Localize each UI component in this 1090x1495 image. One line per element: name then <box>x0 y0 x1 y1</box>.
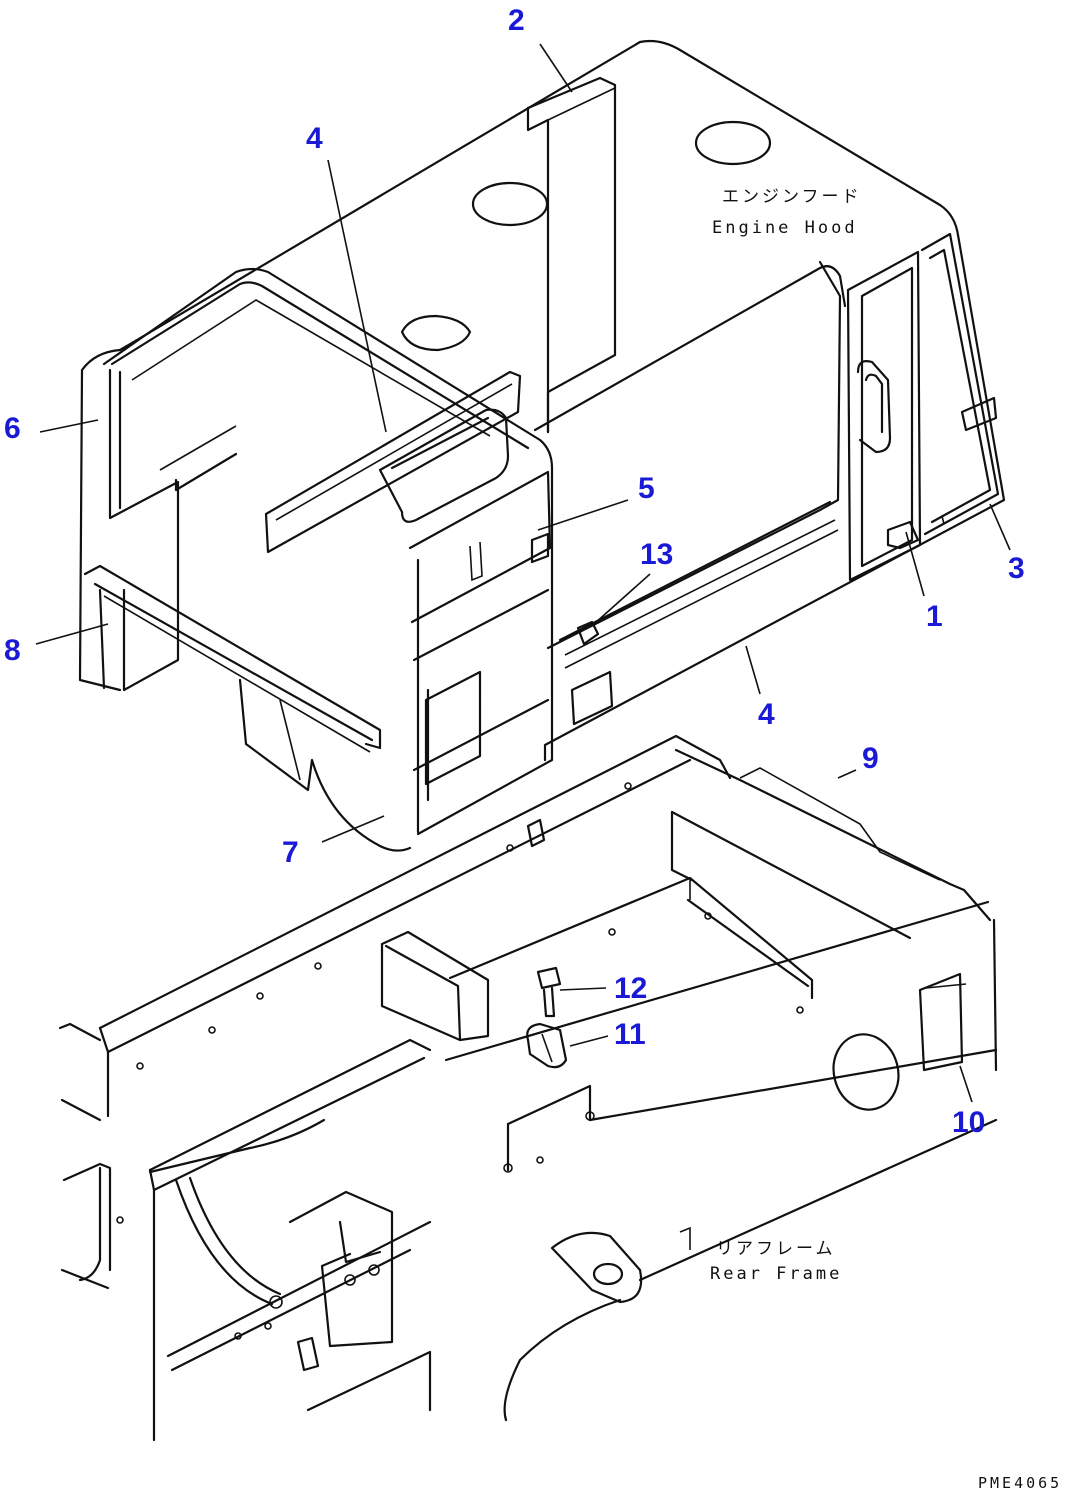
callout-8: 8 <box>4 634 21 667</box>
callout-4-bottom: 4 <box>758 698 775 731</box>
part-labels: エンジンフード Engine Hood リアフレーム Rear Frame PM… <box>710 187 1062 1492</box>
rear-frame <box>58 734 998 1442</box>
leader-lines <box>35 43 1011 1103</box>
engine-hood <box>78 39 1006 852</box>
callout-12: 12 <box>614 972 647 1005</box>
callout-2: 2 <box>508 4 525 37</box>
callout-3: 3 <box>1008 552 1025 585</box>
callouts: 2 4 6 5 13 3 1 8 4 9 7 12 11 10 <box>4 4 1025 1139</box>
callout-10: 10 <box>952 1106 985 1139</box>
callout-5: 5 <box>638 472 655 505</box>
callout-13: 13 <box>640 538 673 571</box>
rear-frame-label-en: Rear Frame <box>710 1264 842 1284</box>
callout-4-top: 4 <box>306 122 323 155</box>
callout-7: 7 <box>282 836 299 869</box>
rear-frame-label-jp: リアフレーム <box>716 1239 836 1259</box>
callout-6: 6 <box>4 412 21 445</box>
callout-9: 9 <box>862 742 879 775</box>
engine-hood-label-en: Engine Hood <box>712 218 858 238</box>
callout-1: 1 <box>926 600 943 633</box>
drawing-code: PME4065 <box>978 1474 1062 1492</box>
engine-hood-label-jp: エンジンフード <box>722 187 862 207</box>
callout-11: 11 <box>614 1018 646 1051</box>
